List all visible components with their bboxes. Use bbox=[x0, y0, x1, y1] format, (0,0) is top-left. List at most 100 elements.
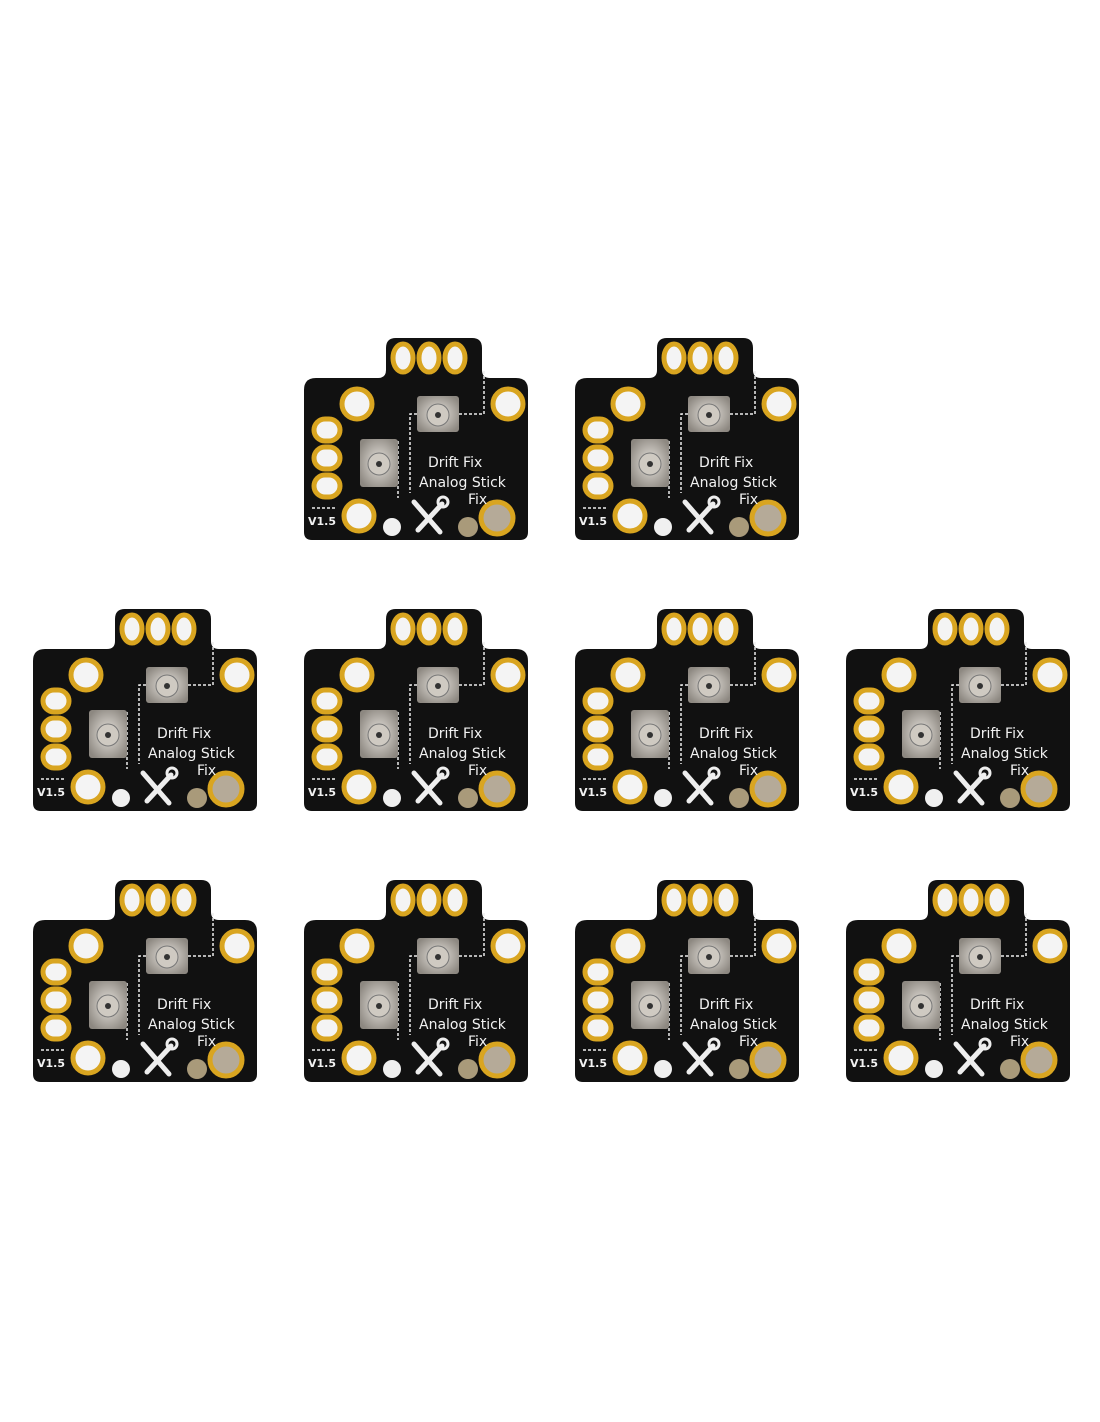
potentiometer-left bbox=[89, 981, 127, 1029]
label-line2: Analog Stick bbox=[419, 1017, 507, 1033]
potentiometer-left bbox=[631, 710, 669, 758]
header-pins bbox=[119, 612, 197, 646]
version-label: V1.5 bbox=[308, 1057, 336, 1070]
mounting-holes bbox=[853, 928, 1068, 1076]
label-line1: Drift Fix bbox=[157, 997, 211, 1013]
potentiometer-left bbox=[360, 710, 398, 758]
potentiometer-left bbox=[89, 710, 127, 758]
mounting-holes bbox=[582, 928, 797, 1076]
potentiometer-left bbox=[631, 439, 669, 487]
label-line3: Fix bbox=[1010, 763, 1029, 779]
potentiometer-left bbox=[360, 439, 398, 487]
potentiometer-top bbox=[417, 396, 459, 432]
tools-icon bbox=[140, 1037, 179, 1077]
potentiometer-top bbox=[146, 667, 188, 703]
mounting-holes bbox=[40, 928, 255, 1076]
header-pins bbox=[661, 612, 739, 646]
label-line2: Analog Stick bbox=[690, 475, 778, 491]
label-line2: Analog Stick bbox=[961, 1017, 1049, 1033]
potentiometer-left bbox=[631, 981, 669, 1029]
version-label: V1.5 bbox=[850, 786, 878, 799]
label-line2: Analog Stick bbox=[148, 746, 236, 762]
pcb-graphic: Drift Fix Analog Stick Fix V1.5 bbox=[575, 609, 799, 811]
potentiometer-top bbox=[959, 938, 1001, 974]
version-label: V1.5 bbox=[308, 515, 336, 528]
mounting-holes bbox=[853, 657, 1068, 805]
label-line3: Fix bbox=[739, 763, 758, 779]
drift-fix-pcb-board: Drift Fix Analog Stick Fix V1.5 bbox=[573, 878, 801, 1088]
label-line3: Fix bbox=[468, 1034, 487, 1050]
drift-fix-pcb-board: Drift Fix Analog Stick Fix V1.5 bbox=[31, 878, 259, 1088]
version-label: V1.5 bbox=[308, 786, 336, 799]
drift-fix-pcb-board: Drift Fix Analog Stick Fix V1.5 bbox=[302, 878, 530, 1088]
potentiometer-top bbox=[417, 667, 459, 703]
label-line2: Analog Stick bbox=[419, 475, 507, 491]
pcb-graphic: Drift Fix Analog Stick Fix V1.5 bbox=[575, 338, 799, 540]
pcb-graphic: Drift Fix Analog Stick Fix V1.5 bbox=[304, 880, 528, 1082]
version-label: V1.5 bbox=[579, 1057, 607, 1070]
tools-icon bbox=[953, 1037, 992, 1077]
potentiometer-left bbox=[902, 981, 940, 1029]
mounting-holes bbox=[582, 657, 797, 805]
label-line1: Drift Fix bbox=[428, 997, 482, 1013]
mounting-holes bbox=[311, 928, 526, 1076]
potentiometer-top bbox=[146, 938, 188, 974]
potentiometer-top bbox=[688, 938, 730, 974]
label-line3: Fix bbox=[1010, 1034, 1029, 1050]
drift-fix-pcb-board: Drift Fix Analog Stick Fix V1.5 bbox=[302, 336, 530, 546]
header-pins bbox=[661, 341, 739, 375]
drift-fix-pcb-board: Drift Fix Analog Stick Fix V1.5 bbox=[31, 607, 259, 817]
potentiometer-top bbox=[688, 396, 730, 432]
version-label: V1.5 bbox=[37, 786, 65, 799]
drift-fix-pcb-board: Drift Fix Analog Stick Fix V1.5 bbox=[573, 607, 801, 817]
mounting-holes bbox=[311, 657, 526, 805]
label-line3: Fix bbox=[197, 763, 216, 779]
mounting-holes bbox=[40, 657, 255, 805]
pcb-graphic: Drift Fix Analog Stick Fix V1.5 bbox=[33, 609, 257, 811]
header-pins bbox=[932, 883, 1010, 917]
drift-fix-pcb-board: Drift Fix Analog Stick Fix V1.5 bbox=[302, 607, 530, 817]
tools-icon bbox=[411, 766, 450, 806]
tools-icon bbox=[682, 495, 721, 535]
potentiometer-top bbox=[688, 667, 730, 703]
pcb-graphic: Drift Fix Analog Stick Fix V1.5 bbox=[304, 609, 528, 811]
tools-icon bbox=[411, 1037, 450, 1077]
version-label: V1.5 bbox=[37, 1057, 65, 1070]
header-pins bbox=[390, 612, 468, 646]
tools-icon bbox=[953, 766, 992, 806]
mounting-holes bbox=[311, 386, 526, 534]
tools-icon bbox=[411, 495, 450, 535]
label-line1: Drift Fix bbox=[428, 726, 482, 742]
label-line3: Fix bbox=[739, 492, 758, 508]
pcb-graphic: Drift Fix Analog Stick Fix V1.5 bbox=[846, 880, 1070, 1082]
pcb-graphic: Drift Fix Analog Stick Fix V1.5 bbox=[846, 609, 1070, 811]
tools-icon bbox=[682, 1037, 721, 1077]
header-pins bbox=[390, 883, 468, 917]
pcb-graphic: Drift Fix Analog Stick Fix V1.5 bbox=[33, 880, 257, 1082]
pcb-graphic: Drift Fix Analog Stick Fix V1.5 bbox=[304, 338, 528, 540]
label-line3: Fix bbox=[197, 1034, 216, 1050]
header-pins bbox=[661, 883, 739, 917]
tools-icon bbox=[682, 766, 721, 806]
label-line2: Analog Stick bbox=[690, 1017, 778, 1033]
version-label: V1.5 bbox=[850, 1057, 878, 1070]
version-label: V1.5 bbox=[579, 515, 607, 528]
potentiometer-left bbox=[902, 710, 940, 758]
potentiometer-top bbox=[417, 938, 459, 974]
version-label: V1.5 bbox=[579, 786, 607, 799]
label-line2: Analog Stick bbox=[148, 1017, 236, 1033]
label-line2: Analog Stick bbox=[961, 746, 1049, 762]
header-pins bbox=[119, 883, 197, 917]
tools-icon bbox=[140, 766, 179, 806]
label-line1: Drift Fix bbox=[970, 726, 1024, 742]
drift-fix-pcb-board: Drift Fix Analog Stick Fix V1.5 bbox=[844, 878, 1072, 1088]
label-line1: Drift Fix bbox=[970, 997, 1024, 1013]
potentiometer-left bbox=[360, 981, 398, 1029]
header-pins bbox=[390, 341, 468, 375]
drift-fix-pcb-board: Drift Fix Analog Stick Fix V1.5 bbox=[573, 336, 801, 546]
label-line2: Analog Stick bbox=[419, 746, 507, 762]
potentiometer-top bbox=[959, 667, 1001, 703]
header-pins bbox=[932, 612, 1010, 646]
label-line3: Fix bbox=[739, 1034, 758, 1050]
label-line1: Drift Fix bbox=[699, 997, 753, 1013]
